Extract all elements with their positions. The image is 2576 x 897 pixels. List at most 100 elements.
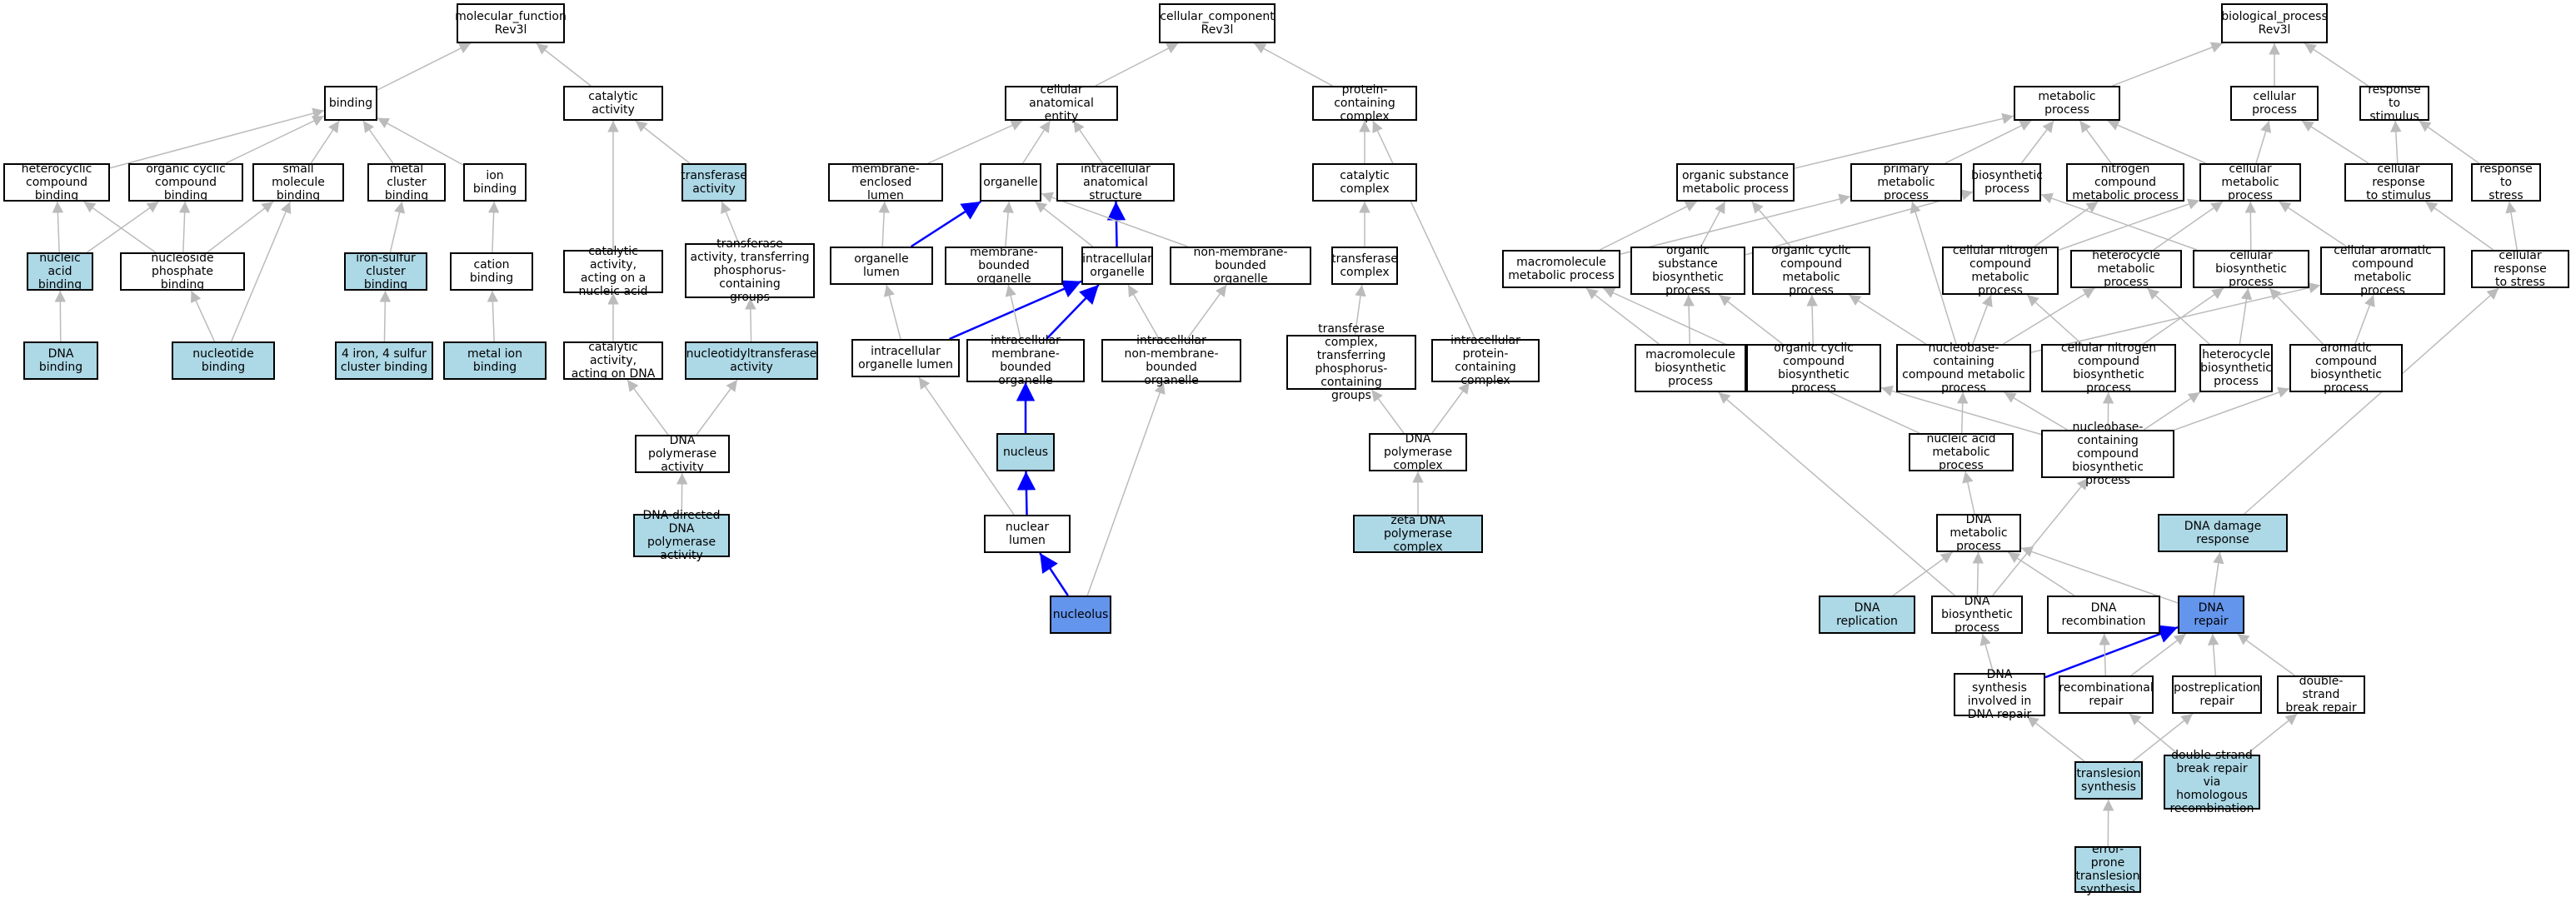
term-node-io[interactable]: intracellular organelle [1081, 247, 1153, 285]
term-node-hcb[interactable]: heterocyclic compound binding [3, 162, 110, 202]
term-node-ionb[interactable]: ion binding [463, 163, 527, 202]
term-node-nacm[interactable]: nucleic acid metabolic process [1909, 432, 2014, 472]
edge-imbo-to-io [1046, 284, 1100, 340]
term-node-drec[interactable]: DNA recombination [2047, 596, 2160, 634]
term-node-eptl[interactable]: error-prone translesion synthesis [2074, 843, 2141, 896]
term-node-iscb[interactable]: iron-sulfur cluster binding [344, 252, 427, 292]
term-node-cacm[interactable]: cellular aromatic compound metabolic pro… [2320, 244, 2445, 297]
term-node-zdpc[interactable]: zeta DNA polymerase complex [1353, 514, 1483, 554]
term-node-nab[interactable]: nucleic acid binding [27, 252, 93, 292]
term-node-mbp[interactable]: macromolecule biosynthetic process [1635, 344, 1746, 392]
term-node-npb[interactable]: nucleoside phosphate binding [120, 252, 245, 292]
term-node-nbcm[interactable]: nucleobase-containing compound metabolic… [1896, 341, 2031, 395]
edge-ncmp-to-mp [2079, 120, 2112, 164]
term-node-orgl[interactable]: organelle lumen [830, 247, 933, 285]
term-node-hmp[interactable]: heterocycle metabolic process [2070, 249, 2182, 289]
term-node-cana[interactable]: catalytic activity, acting on a nucleic … [563, 245, 663, 298]
term-node-iol[interactable]: intracellular organelle lumen [851, 339, 960, 377]
term-node-inmbo[interactable]: intracellular non-membrane-bounded organ… [1101, 334, 1241, 387]
edge-hcb-to-bind [109, 107, 325, 169]
term-node-occb2[interactable]: organic cyclic compound biosynthetic pro… [1746, 341, 1881, 395]
term-node-tfa[interactable]: transferase activity [681, 163, 747, 202]
term-node-imbo[interactable]: intracellular membrane-bounded organelle [966, 334, 1085, 387]
edge-cbp-to-bsp [2040, 192, 2198, 251]
edge-mmp-to-pmp [1620, 193, 1851, 255]
edge-acbp-to-cacm [2354, 294, 2375, 345]
term-node-dshr[interactable]: double-strand break repair via homologou… [2164, 749, 2260, 815]
term-node-cae[interactable]: cellular anatomical entity [1005, 83, 1118, 123]
term-node-occb[interactable]: organic cyclic compound binding [128, 162, 243, 202]
term-node-catb[interactable]: cation binding [450, 252, 533, 291]
edge-pstr-to-drpr [2207, 633, 2219, 676]
term-node-rts[interactable]: response to stimulus [2359, 83, 2429, 123]
term-node-dsdr[interactable]: DNA synthesis involved in DNA repair [1954, 668, 2045, 721]
term-node-cbp[interactable]: cellular biosynthetic process [2193, 249, 2309, 289]
term-node-nta[interactable]: nucleotidyltransferase activity [685, 341, 818, 380]
term-node-cp[interactable]: cellular process [2230, 86, 2319, 121]
term-node-recr[interactable]: recombinational repair [2059, 675, 2154, 714]
term-node-mcb[interactable]: metal cluster binding [367, 162, 446, 202]
term-node-drep[interactable]: DNA replication [1819, 596, 1915, 634]
term-node-acbp[interactable]: aromatic compound biosynthetic process [2289, 341, 2403, 395]
term-node-dbp[interactable]: DNA biosynthetic process [1931, 595, 2023, 635]
term-node-nmbo[interactable]: non-membrane-bounded organelle [1170, 246, 1311, 286]
term-node-pstr[interactable]: postreplication repair [2172, 675, 2262, 714]
term-node-rtst[interactable]: response to stress [2471, 162, 2541, 202]
term-node-nl[interactable]: nuclear lumen [984, 515, 1071, 553]
term-node-ipcc[interactable]: intracellular protein-containing complex [1431, 334, 1540, 387]
term-node-smb[interactable]: small molecule binding [252, 162, 344, 202]
edge-tls-to-pstr [2132, 713, 2194, 762]
term-node-org[interactable]: organelle [980, 163, 1041, 202]
term-node-nbcb[interactable]: nucleobase-containing compound biosynthe… [2041, 421, 2174, 487]
term-node-ncmp[interactable]: nitrogen compound metabolic process [2066, 162, 2184, 202]
term-node-nucl[interactable]: nucleolus [1050, 596, 1111, 634]
term-node-drpr[interactable]: DNA repair [2178, 596, 2244, 634]
term-node-bp[interactable]: biological_process Rev3l [2221, 3, 2328, 43]
term-node-bsp[interactable]: biosynthetic process [1971, 163, 2043, 202]
term-node-mmp[interactable]: macromolecule metabolic process [1502, 250, 1620, 288]
term-node-pcc[interactable]: protein-containing complex [1312, 83, 1417, 123]
term-node-hbp[interactable]: heterocycle biosynthetic process [2199, 344, 2273, 392]
term-node-tfpp[interactable]: transferase activity, transferring phosp… [685, 237, 815, 304]
term-node-ddr[interactable]: DNA damage response [2158, 514, 2288, 552]
edge-osmp-to-mp [1794, 112, 2014, 169]
term-node-osbp[interactable]: organic substance biosynthetic process [1630, 244, 1745, 297]
term-node-tfc[interactable]: transferase complex [1331, 247, 1398, 285]
term-node-crs[interactable]: cellular response to stimulus [2344, 162, 2453, 202]
term-node-occm[interactable]: organic cyclic compound metabolic proces… [1752, 244, 1870, 297]
term-node-crst[interactable]: cellular response to stress [2471, 249, 2569, 289]
term-node-cc[interactable]: cellular_component Rev3l [1159, 3, 1276, 43]
term-node-ias[interactable]: intracellular anatomical structure [1056, 162, 1175, 202]
term-node-ntb[interactable]: nucleotide binding [172, 341, 275, 380]
term-node-cncm[interactable]: cellular nitrogen compound metabolic pro… [1942, 244, 2059, 297]
term-node-mp[interactable]: metabolic process [2014, 86, 2120, 121]
edge-dshr-to-recr [2129, 713, 2179, 755]
term-node-cmp[interactable]: cellular metabolic process [2199, 162, 2301, 202]
edge-mbp-to-osbp [1683, 294, 1695, 345]
term-node-mib[interactable]: metal ion binding [443, 341, 547, 380]
term-node-mel[interactable]: membrane-enclosed lumen [828, 162, 943, 202]
term-node-dpc[interactable]: DNA polymerase complex [1369, 432, 1467, 472]
term-node-osmp[interactable]: organic substance metabolic process [1676, 163, 1795, 202]
term-node-dnab[interactable]: DNA binding [23, 341, 98, 380]
term-node-cadn[interactable]: catalytic activity, acting on DNA [563, 341, 663, 381]
term-node-tfcp[interactable]: transferase complex, transferring phosph… [1286, 322, 1416, 402]
term-node-fe4s[interactable]: 4 iron, 4 sulfur cluster binding [335, 341, 433, 380]
term-node-mbo[interactable]: membrane-bounded organelle [945, 246, 1063, 286]
term-node-dsbr[interactable]: double-strand break repair [2277, 675, 2365, 715]
term-node-pmp[interactable]: primary metabolic process [1850, 162, 1962, 202]
edge-osbp-to-bsp [1745, 189, 1974, 256]
term-node-dnamp[interactable]: DNA metabolic process [1936, 513, 2021, 553]
term-node-tls[interactable]: translesion synthesis [2074, 761, 2143, 800]
term-node-nuc[interactable]: nucleus [996, 433, 1055, 471]
edge-dnab-to-nab [54, 290, 67, 342]
term-node-bind[interactable]: binding [324, 86, 377, 121]
term-node-mf[interactable]: molecular_function Rev3l [455, 3, 567, 43]
term-node-cncb[interactable]: cellular nitrogen compound biosynthetic … [2041, 341, 2176, 395]
term-node-ddpa[interactable]: DNA-directed DNA polymerase activity [633, 509, 730, 562]
edge-drpr-to-dnamp [2020, 546, 2179, 604]
term-node-cata[interactable]: catalytic activity [563, 86, 663, 121]
edge-nbcb-to-occb2 [1880, 385, 2042, 436]
term-node-dpa[interactable]: DNA polymerase activity [635, 434, 730, 474]
term-node-catc[interactable]: catalytic complex [1312, 163, 1417, 202]
